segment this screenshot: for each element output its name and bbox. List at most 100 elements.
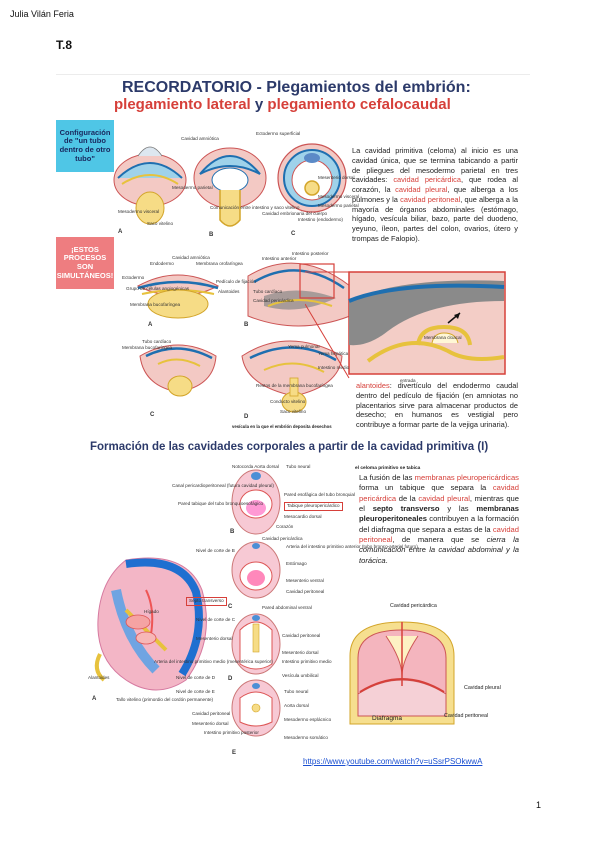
lbl-intestino-posterior: Intestino primitivo posterior bbox=[204, 730, 259, 735]
title-plegamientos: plegamiento lateral y plegamiento cefalo… bbox=[114, 96, 451, 113]
lbl-intestino: Intestino (endodermo) bbox=[298, 217, 343, 222]
para3-kw-pericardica: cavidad pericárdica bbox=[359, 483, 519, 503]
lbl-comunicacion: Comunicación entre intestino y saco vite… bbox=[210, 205, 300, 210]
section-code: T.8 bbox=[56, 38, 73, 52]
para3-text-7: , de manera que se bbox=[392, 534, 487, 544]
lbl-nivel-e: Nivel de corte de E bbox=[176, 689, 215, 694]
lbl-dia-diafragma: Diafragma bbox=[372, 715, 402, 722]
para3-italic-1: cierra la comunicación bbox=[359, 534, 519, 555]
cc-stage-b bbox=[247, 262, 351, 327]
lbl-cavidad-amniotica: Cavidad amniótica bbox=[181, 136, 219, 141]
lbl-intestino-posterior: Intestino posterior bbox=[292, 251, 329, 256]
lbl-membrana-cloacal: Membrana cloacal bbox=[424, 335, 462, 340]
lbl-mesenterio-dorsal-a: Mesenterio dorsal bbox=[196, 636, 233, 641]
lbl-notocorda: Notocorda Aorta dorsal bbox=[232, 464, 279, 469]
paragraph-alantoides: alantoides: divertículo del endodermo ca… bbox=[356, 381, 518, 430]
lbl-intestino-medio-d: Intestino primitivo medio bbox=[282, 659, 332, 664]
section-d bbox=[231, 613, 281, 675]
lbl-septo-transverso: Septo transverso bbox=[186, 597, 227, 606]
para2-text: : divertículo del endodermo caudal dentr… bbox=[356, 381, 518, 430]
lbl-yema-pulmonar: Yema pulmonar bbox=[288, 344, 321, 349]
lbl-letter-b2: B bbox=[244, 322, 249, 328]
lbl-arteria-medio: Arteria del intestino primitivo medio (m… bbox=[154, 659, 273, 664]
para3-kw-peritoneal: cavidad peritoneal bbox=[359, 524, 519, 544]
section-b bbox=[231, 469, 281, 535]
youtube-link[interactable]: https://www.youtube.com/watch?v=uSsrPSOk… bbox=[303, 757, 483, 766]
title-formacion-cavidades: Formación de las cavidades corporales a … bbox=[90, 441, 489, 453]
lbl-mesodermo-somatico: Mesodermo somático bbox=[284, 735, 328, 740]
cc-stage-a bbox=[136, 274, 220, 319]
lbl-yema-hepatica: Yema hepática bbox=[318, 351, 349, 356]
lbl-letter-d2: D bbox=[244, 414, 249, 420]
caption-desechos: vesícula en la que el embrión deposita d… bbox=[232, 424, 332, 429]
lbl-grupo-celulas: Grupo de células angiogénicas bbox=[126, 286, 190, 291]
para3-kw-pleural: cavidad pleural bbox=[418, 493, 470, 503]
lbl-letter-a: A bbox=[118, 229, 123, 235]
lbl-restos-membrana: Restos de la membrana bucofaríngea bbox=[256, 383, 333, 388]
lbl-intestino-medio: Intestino medio bbox=[318, 365, 350, 370]
para3-text-3: de la bbox=[396, 493, 419, 503]
lbl-corazon: Corazón bbox=[276, 524, 294, 529]
fold-stage-b bbox=[193, 147, 267, 227]
lbl-letter-c-sec: C bbox=[228, 604, 233, 610]
lbl-tubo-neural-e: Tubo neural bbox=[284, 689, 309, 694]
para3-text-8: entre bbox=[405, 545, 430, 555]
paragraph-tabicacion: La fusión de las membranas pleuropericár… bbox=[359, 473, 519, 566]
lbl-ectodermo: Ectodermo superficial bbox=[256, 131, 301, 136]
lateral-folding-figure bbox=[113, 143, 347, 227]
paragraph-celoma: La cavidad primitiva (celoma) al inicio … bbox=[352, 146, 518, 244]
para1-text-1: La cavidad primitiva (celoma) al inicio … bbox=[352, 146, 518, 185]
lbl-saco-vitelino: Saco vitelino bbox=[147, 221, 174, 226]
para3-text-9: . bbox=[385, 555, 388, 565]
callout-tubo-dentro: Configuración de "un tubo dentro de otro… bbox=[56, 120, 114, 172]
para1-kw-pericardica: cavidad pericárdica bbox=[393, 175, 461, 185]
author-name: Julia Vilán Feria bbox=[10, 9, 74, 19]
alantoides-inset bbox=[348, 271, 506, 375]
lbl-canal-pericardio: Canal pericardioperitoneal (futura cavid… bbox=[172, 483, 274, 488]
lbl-conducto-vitelino: Conducto vitelino bbox=[270, 399, 306, 404]
para1-kw-peritoneal: cavidad peritoneal bbox=[400, 194, 461, 204]
lbl-ectodermo2: Ectodermo bbox=[122, 275, 145, 280]
lbl-letter-c2: C bbox=[150, 412, 155, 418]
lbl-cavidad-amniotica2: Cavidad amniótica bbox=[172, 255, 210, 260]
lbl-alantoides: Alantoides bbox=[218, 289, 240, 294]
title-cefalocaudal: plegamiento cefalocaudal bbox=[267, 96, 451, 113]
lbl-cavidad-peritoneal-c: Cavidad peritoneal bbox=[286, 589, 325, 594]
page-number: 1 bbox=[536, 800, 542, 810]
cc-stage-d bbox=[241, 340, 343, 413]
lbl-letter-a-sec: A bbox=[92, 696, 97, 702]
para1-text-2: , que rodea al corazón, la bbox=[352, 175, 518, 195]
para3-text-6: contribuyen a la formación del diafragma… bbox=[359, 514, 519, 534]
lbl-pared-tabique: Pared tabique del tubo bronquioesofágico bbox=[178, 501, 264, 506]
lbl-tallo-vitelino: Tallo vitelino (primordio del cordón per… bbox=[116, 697, 214, 702]
callout-simultaneos: ¡ESTOS PROCESOS SON SIMULTÁNEOS! bbox=[56, 237, 114, 289]
title-recordatorio: RECORDATORIO - Plegamientos del embrión: bbox=[122, 79, 471, 96]
lbl-nivel-d: Nivel de corte de D bbox=[176, 675, 216, 680]
lbl-mesodermo-esplacnico: Mesodermo esplácnico bbox=[284, 717, 332, 722]
lbl-membrana-buco2: Membrana bucofaríngea bbox=[122, 345, 173, 350]
title-lateral: plegamiento lateral bbox=[114, 96, 251, 113]
para3-italic-2: la cavidad abdominal y la torácica bbox=[359, 545, 519, 565]
lbl-tubo-neural: Tubo neural bbox=[286, 464, 311, 469]
lbl-mesenterio-dorsal: Mesenterio dorsal bbox=[318, 175, 355, 180]
lbl-mesodermo-visceral-c: Mesodermo visceral bbox=[318, 194, 360, 199]
lbl-membrana-buco: Membrana bucofaríngea bbox=[130, 302, 181, 307]
cross-sections-figure bbox=[231, 469, 281, 737]
para3-text-1: La fusión de las bbox=[359, 473, 415, 482]
lbl-tubo-cardiaco2: Tubo cardíaco bbox=[142, 339, 172, 344]
lbl-tabique-pleuro: Tabique pleuropericárdico bbox=[284, 502, 343, 511]
lbl-letter-b-sec: B bbox=[230, 529, 235, 535]
lbl-letter-e-sec: E bbox=[232, 750, 237, 756]
para1-text-4: , que alberga a la mayoría de órganos ab… bbox=[352, 194, 518, 243]
lbl-dia-peritoneal: Cavidad peritoneal bbox=[444, 713, 489, 719]
lbl-letter-d-sec: D bbox=[228, 676, 233, 682]
para2-kw-alantoides: alantoides bbox=[356, 381, 390, 390]
callout-simultaneos-text: ¡ESTOS PROCESOS SON SIMULTÁNEOS! bbox=[56, 244, 114, 280]
lbl-nivel-b: Nivel de corte de B bbox=[196, 548, 235, 553]
lbl-letter-b: B bbox=[209, 232, 214, 238]
para3-text-4: , mientras que el bbox=[359, 493, 519, 513]
lbl-estomago: Estómago bbox=[286, 561, 307, 566]
lbl-mesodermo-visceral: Mesodermo visceral bbox=[118, 209, 160, 214]
lbl-mesodermo-parietal-c: Mesodermo parietal bbox=[318, 203, 359, 208]
title-y: y bbox=[250, 96, 268, 113]
